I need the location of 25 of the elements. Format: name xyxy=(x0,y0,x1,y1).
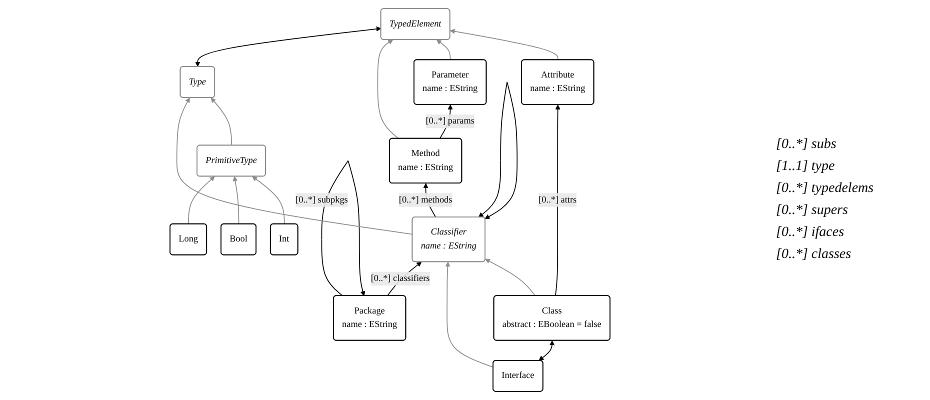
arrow xyxy=(555,104,560,296)
role-label: [0..*] classes xyxy=(776,247,852,263)
arrow xyxy=(195,26,382,67)
arrow xyxy=(445,262,494,368)
edge-label: [0..*] classifiers xyxy=(370,273,430,284)
role-label: [0..*] typedelems xyxy=(776,181,875,197)
edge-label: [0..*] subpkgs xyxy=(296,194,348,205)
role-label: [1..1] type xyxy=(776,159,836,175)
role-label: [0..*] ifaces xyxy=(776,225,846,241)
arrow xyxy=(485,258,536,296)
arrow xyxy=(210,98,232,146)
role-label: [0..*] subs xyxy=(776,137,838,153)
arrow xyxy=(538,340,555,361)
arrow xyxy=(252,176,285,225)
edge-label: [0..*] params xyxy=(426,116,474,126)
arrow xyxy=(176,98,413,235)
arrow xyxy=(188,176,215,225)
role-label: [0..*] supers xyxy=(776,203,849,219)
arrow xyxy=(478,82,518,220)
edge-label: [0..*] attrs xyxy=(538,194,577,205)
arrow xyxy=(377,40,400,140)
arrow xyxy=(232,176,240,225)
arrow xyxy=(436,40,451,60)
edge-label: [0..*] methods xyxy=(398,194,452,205)
arrow xyxy=(450,28,558,60)
